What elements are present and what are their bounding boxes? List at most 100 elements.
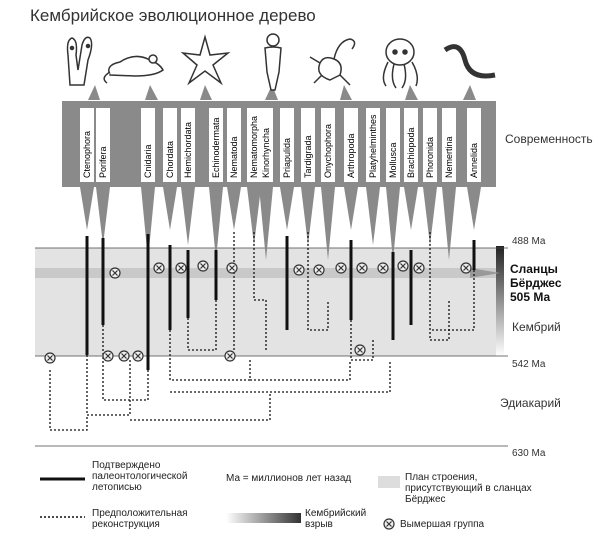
phylum-label: Echinodermata <box>211 117 221 178</box>
burgess-band <box>35 268 500 278</box>
phylum-box <box>321 108 335 182</box>
phylum-label: Arthropoda <box>346 133 356 178</box>
phylum-cone <box>423 187 437 245</box>
ediacaran-label: Эдиакарий <box>500 396 561 410</box>
extinct-marker <box>397 260 409 272</box>
extinct-marker <box>132 350 144 362</box>
phylum-label: Nemertina <box>444 136 454 178</box>
phylum-cone <box>321 187 335 260</box>
time-630: 630 Ма <box>512 448 546 459</box>
phylum-cone <box>280 187 294 230</box>
phylum-box <box>227 108 241 182</box>
phylum-label: Nematoda <box>229 136 239 178</box>
phylum-box <box>386 108 400 182</box>
phylum-cone <box>259 187 273 260</box>
phylum-cone <box>141 187 155 260</box>
extinct-marker <box>377 262 389 274</box>
phylum-box <box>247 108 261 182</box>
phylum-box <box>163 108 177 182</box>
extinct-marker <box>413 262 425 274</box>
mouse-icon <box>103 54 164 84</box>
phylum-label: Tardigrada <box>303 135 313 178</box>
phylum-box <box>404 108 418 182</box>
legend-extinct-text: Вымершая группа <box>400 519 485 530</box>
extinct-marker <box>224 350 236 362</box>
legend-hypothetical: Предположительная реконструкция <box>92 508 188 530</box>
extinct-marker <box>356 262 368 274</box>
time-488: 488 Ма <box>512 236 546 247</box>
octopus-icon <box>382 38 419 89</box>
phylum-cone <box>366 187 380 245</box>
phylum-box <box>209 108 223 182</box>
phylum-box <box>442 108 456 182</box>
scorpion-icon <box>309 38 356 86</box>
phylum-cone <box>344 187 358 230</box>
icon-pointers <box>88 85 476 100</box>
phylum-cone <box>181 187 195 245</box>
sponge-icon <box>66 36 93 86</box>
extinct-marker <box>226 262 238 274</box>
legend-confirmed: Подтверждено палеонтологической летопись… <box>92 460 188 493</box>
human-icon <box>264 33 282 91</box>
phylum-box <box>96 108 110 182</box>
phylum-label: Brachiopoda <box>406 127 416 178</box>
extinct-marker <box>44 352 56 364</box>
extinct-marker <box>118 350 130 362</box>
phylum-cone <box>247 187 261 245</box>
legend-explosion-text: Кембрийский взрыв <box>305 508 367 530</box>
phylum-box <box>301 108 315 182</box>
extinct-marker <box>197 260 209 272</box>
phylum-label: Ctenophora <box>82 131 92 178</box>
phylum-cone <box>467 187 481 230</box>
phylum-label: Mollusca <box>388 142 398 178</box>
phylum-cone <box>404 187 418 230</box>
extinct-marker <box>460 262 472 274</box>
legend-body-plan <box>378 476 400 488</box>
phylum-box <box>366 108 380 182</box>
legend-explosion <box>226 513 301 523</box>
explosion-bar <box>496 246 504 356</box>
extinct-marker <box>175 262 187 274</box>
cambrian-label: Кембрий <box>512 320 561 334</box>
phylum-label: Nematomorpha <box>249 116 259 178</box>
phylum-label: Chordata <box>165 141 175 178</box>
phylum-label: Platyhelminthes <box>368 114 378 178</box>
burgess-label: Сланцы Бёрджес 505 Ма <box>510 262 562 304</box>
phylum-cone <box>227 187 241 230</box>
phylum-box <box>141 108 155 182</box>
extinct-marker <box>109 267 121 279</box>
phylum-label: Priapulida <box>282 138 292 178</box>
phylum-box <box>467 108 481 182</box>
extinct-marker <box>153 262 165 274</box>
phylum-cone <box>301 187 315 245</box>
legend-body-plan-text: План строения, присутствующий в сланцах … <box>405 472 532 505</box>
phylum-label: Phoronida <box>425 137 435 178</box>
phylum-label: Cnidaria <box>143 144 153 178</box>
phylum-cone <box>163 187 177 230</box>
phylum-label: Hemichordata <box>183 122 193 178</box>
worm-icon <box>443 44 496 79</box>
phylum-cone <box>209 187 223 260</box>
phylum-box <box>344 108 358 182</box>
phylum-cone <box>96 187 110 245</box>
phylum-label: Kinorhyncha <box>261 128 271 178</box>
extinct-marker <box>313 264 325 276</box>
phylum-cone <box>442 187 456 260</box>
extinct-marker <box>293 264 305 276</box>
starfish-icon <box>180 34 231 86</box>
diagram-title: Кембрийское эволюционное дерево <box>30 6 316 25</box>
phylum-box <box>181 108 195 182</box>
phylum-box <box>80 108 94 182</box>
legend-ma: Ма = миллионов лет назад <box>226 473 352 484</box>
phylum-box <box>423 108 437 182</box>
modern-label: Современность <box>505 132 593 146</box>
legend-extinct-icon <box>383 518 395 530</box>
phylum-label: Onychophora <box>323 124 333 178</box>
extinct-marker <box>354 344 366 356</box>
phylum-box <box>280 108 294 182</box>
extinct-marker <box>102 350 114 362</box>
phylum-label: Porifera <box>98 146 108 178</box>
phylum-label: Annelida <box>469 143 479 178</box>
time-542: 542 Ма <box>512 359 546 370</box>
